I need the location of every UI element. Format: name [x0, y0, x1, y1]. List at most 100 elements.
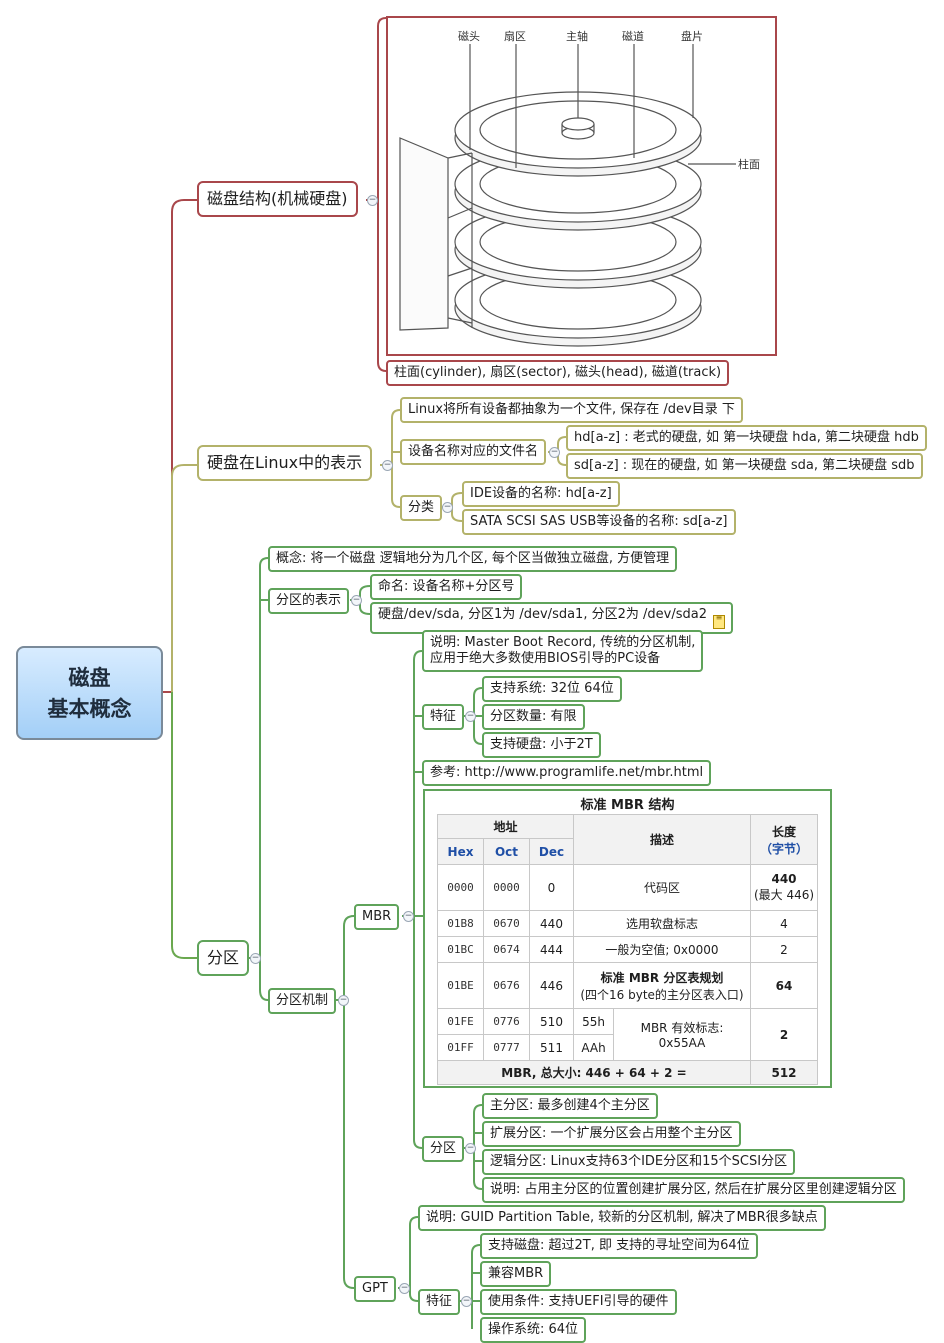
- linux-abstract[interactable]: Linux将所有设备都抽象为一个文件, 保存在 /dev目录 下: [400, 397, 743, 423]
- gpt-desc[interactable]: 说明: GUID Partition Table, 较新的分区机制, 解决了MB…: [418, 1205, 826, 1231]
- mbr-feat-disk[interactable]: 支持硬盘: 小于2T: [482, 732, 601, 758]
- gpt-features[interactable]: 特征: [418, 1289, 461, 1315]
- mbr-features[interactable]: 特征: [422, 704, 465, 730]
- hard-disk-illustration: 磁头 扇区 主轴 磁道 盘片 柱面: [399, 29, 760, 347]
- cell-desc: 一般为空值; 0x0000: [573, 936, 751, 963]
- mbr-part-primary[interactable]: 主分区: 最多创建4个主分区: [482, 1093, 658, 1119]
- mbr-part-extended[interactable]: 扩展分区: 一个扩展分区会占用整个主分区: [482, 1121, 741, 1147]
- collapse-toggle[interactable]: −: [549, 447, 560, 458]
- linux-hd[interactable]: hd[a-z] : 老式的硬盘, 如 第一块硬盘 hda, 第二块硬盘 hdb: [566, 425, 927, 451]
- topic-gpt[interactable]: GPT: [354, 1276, 396, 1302]
- cell-oct: 0670: [483, 910, 530, 937]
- mbr-reference[interactable]: 参考: http://www.programlife.net/mbr.html: [422, 760, 712, 786]
- cell-dec: 511: [529, 1034, 574, 1061]
- topic-disk-structure-label: 磁盘结构(机械硬盘): [207, 189, 348, 208]
- collapse-toggle[interactable]: −: [399, 1283, 410, 1294]
- cell-len: 64: [750, 962, 818, 1009]
- header-length-line2: （字节）: [759, 841, 808, 856]
- mbr-feat-disk-text: 支持硬盘: 小于2T: [490, 737, 593, 752]
- mbr-feat-count[interactable]: 分区数量: 有限: [482, 704, 585, 730]
- partition-naming[interactable]: 命名: 设备名称+分区号: [370, 574, 523, 600]
- root-title-line2: 基本概念: [47, 697, 132, 721]
- table-row: 01BC 0674 444 一般为空值; 0x0000 2: [437, 936, 818, 963]
- gpt-desc-text: 说明: GUID Partition Table, 较新的分区机制, 解决了MB…: [426, 1210, 818, 1225]
- partition-concept[interactable]: 概念: 将一个磁盘 逻辑地分为几个区, 每个区当做独立磁盘, 方便管理: [268, 546, 678, 572]
- cell-dec: 0: [529, 864, 574, 911]
- linux-sd-text: sd[a-z] : 现在的硬盘, 如 第一块硬盘 sda, 第二块硬盘 sdb: [574, 458, 915, 473]
- header-description: 描述: [573, 814, 751, 865]
- linux-hd-text: hd[a-z] : 老式的硬盘, 如 第一块硬盘 hda, 第二块硬盘 hdb: [574, 430, 919, 445]
- mbr-partitions[interactable]: 分区: [422, 1136, 465, 1162]
- disk-structure-image: 磁头 扇区 主轴 磁道 盘片 柱面: [386, 16, 777, 356]
- linux-class-text: 分类: [408, 500, 435, 515]
- collapse-toggle[interactable]: −: [442, 502, 453, 513]
- collapse-toggle[interactable]: −: [465, 1143, 476, 1154]
- root-topic[interactable]: 磁盘 基本概念: [16, 646, 163, 740]
- mbr-part-note[interactable]: 说明: 占用主分区的位置创建扩展分区, 然后在扩展分区里创建逻辑分区: [482, 1177, 905, 1203]
- partition-repr-text: 分区的表示: [276, 593, 342, 608]
- mbr-feat-count-text: 分区数量: 有限: [490, 709, 577, 724]
- cell-desc-line1: MBR 有效标志:: [640, 1021, 724, 1035]
- cell-dec: 440: [529, 910, 574, 937]
- table-row: 01FE 0776 510 55h MBR 有效标志:0x55AA 2: [437, 1008, 818, 1061]
- table-total-row: MBR, 总大小: 446 + 64 + 2 = 512: [437, 1060, 818, 1085]
- topic-disk-structure[interactable]: 磁盘结构(机械硬盘): [197, 181, 358, 217]
- cell-desc-line2: 0x55AA: [658, 1036, 706, 1050]
- cell-oct: 0676: [483, 962, 530, 1009]
- linux-ide[interactable]: IDE设备的名称: hd[a-z]: [462, 481, 620, 507]
- mbr-part-logical[interactable]: 逻辑分区: Linux支持63个IDE分区和15个SCSI分区: [482, 1149, 796, 1175]
- cell-hex: 01FE: [437, 1008, 484, 1035]
- collapse-toggle[interactable]: −: [403, 911, 414, 922]
- mbr-structure-table: 地址 描述 长度 （字节） Hex Oct Dec 0000 0000 0 代码…: [437, 814, 818, 1085]
- cell-desc: MBR 有效标志:0x55AA: [613, 1008, 751, 1061]
- collapse-toggle[interactable]: −: [351, 595, 362, 606]
- mbr-part-extended-text: 扩展分区: 一个扩展分区会占用整个主分区: [490, 1126, 733, 1141]
- mbr-feat-system[interactable]: 支持系统: 32位 64位: [482, 676, 622, 702]
- linux-naming[interactable]: 设备名称对应的文件名: [400, 439, 547, 465]
- cell-oct: 0776: [483, 1008, 530, 1035]
- collapse-toggle[interactable]: −: [367, 195, 378, 206]
- cell-desc: 代码区: [573, 864, 751, 911]
- header-length-line1: 长度: [771, 824, 796, 839]
- cell-hex: 01B8: [437, 910, 484, 937]
- note-icon[interactable]: ≡: [712, 614, 725, 629]
- cell-value: AAh: [573, 1034, 614, 1061]
- cell-dec: 446: [529, 962, 574, 1009]
- cell-desc: 选用软盘标志: [573, 910, 751, 937]
- label-cylinder: 柱面: [738, 157, 760, 171]
- header-hex: Hex: [437, 838, 484, 865]
- topic-mbr[interactable]: MBR: [354, 904, 400, 930]
- gpt-feat-compat[interactable]: 兼容MBR: [480, 1261, 552, 1287]
- mbr-table-title: 标准 MBR 结构: [580, 798, 675, 813]
- collapse-toggle[interactable]: −: [465, 711, 476, 722]
- linux-sata[interactable]: SATA SCSI SAS USB等设备的名称: sd[a-z]: [462, 509, 736, 535]
- linux-abstract-text: Linux将所有设备都抽象为一个文件, 保存在 /dev目录 下: [408, 402, 735, 417]
- mbr-desc[interactable]: 说明: Master Boot Record, 传统的分区机制, 应用于绝大多数…: [422, 630, 704, 672]
- gpt-feat-disk[interactable]: 支持磁盘: 超过2T, 即 支持的寻址空间为64位: [480, 1233, 758, 1259]
- topic-partition[interactable]: 分区: [197, 940, 250, 976]
- collapse-toggle[interactable]: −: [461, 1296, 472, 1307]
- table-row: 01B8 0670 440 选用软盘标志 4: [437, 910, 818, 937]
- structure-caption[interactable]: 柱面(cylinder), 扇区(sector), 磁头(head), 磁道(t…: [386, 360, 730, 386]
- partition-repr[interactable]: 分区的表示: [268, 588, 350, 614]
- partition-concept-text: 概念: 将一个磁盘 逻辑地分为几个区, 每个区当做独立磁盘, 方便管理: [276, 551, 670, 566]
- cell-hex: 01BE: [437, 962, 484, 1009]
- linux-class[interactable]: 分类: [400, 495, 443, 521]
- collapse-toggle[interactable]: −: [250, 953, 261, 964]
- collapse-toggle[interactable]: −: [382, 460, 393, 471]
- collapse-toggle[interactable]: −: [338, 995, 349, 1006]
- table-row: 0000 0000 0 代码区 440(最大 446): [437, 864, 818, 911]
- cell-len: 4: [750, 910, 818, 937]
- topic-linux-repr[interactable]: 硬盘在Linux中的表示: [197, 445, 373, 481]
- partition-naming-text: 命名: 设备名称+分区号: [378, 579, 515, 594]
- gpt-feat-os[interactable]: 操作系统: 64位: [480, 1317, 587, 1343]
- linux-sd[interactable]: sd[a-z] : 现在的硬盘, 如 第一块硬盘 sda, 第二块硬盘 sdb: [566, 453, 923, 479]
- cell-oct: 0000: [483, 864, 530, 911]
- label-sector: 扇区: [504, 29, 526, 43]
- gpt-feat-compat-text: 兼容MBR: [488, 1266, 544, 1281]
- partition-mech[interactable]: 分区机制: [268, 988, 337, 1014]
- gpt-feat-uefi[interactable]: 使用条件: 支持UEFI引导的硬件: [480, 1289, 677, 1315]
- mbr-part-note-text: 说明: 占用主分区的位置创建扩展分区, 然后在扩展分区里创建逻辑分区: [490, 1182, 897, 1197]
- header-length: 长度 （字节）: [750, 814, 818, 865]
- cell-oct: 0777: [483, 1034, 530, 1061]
